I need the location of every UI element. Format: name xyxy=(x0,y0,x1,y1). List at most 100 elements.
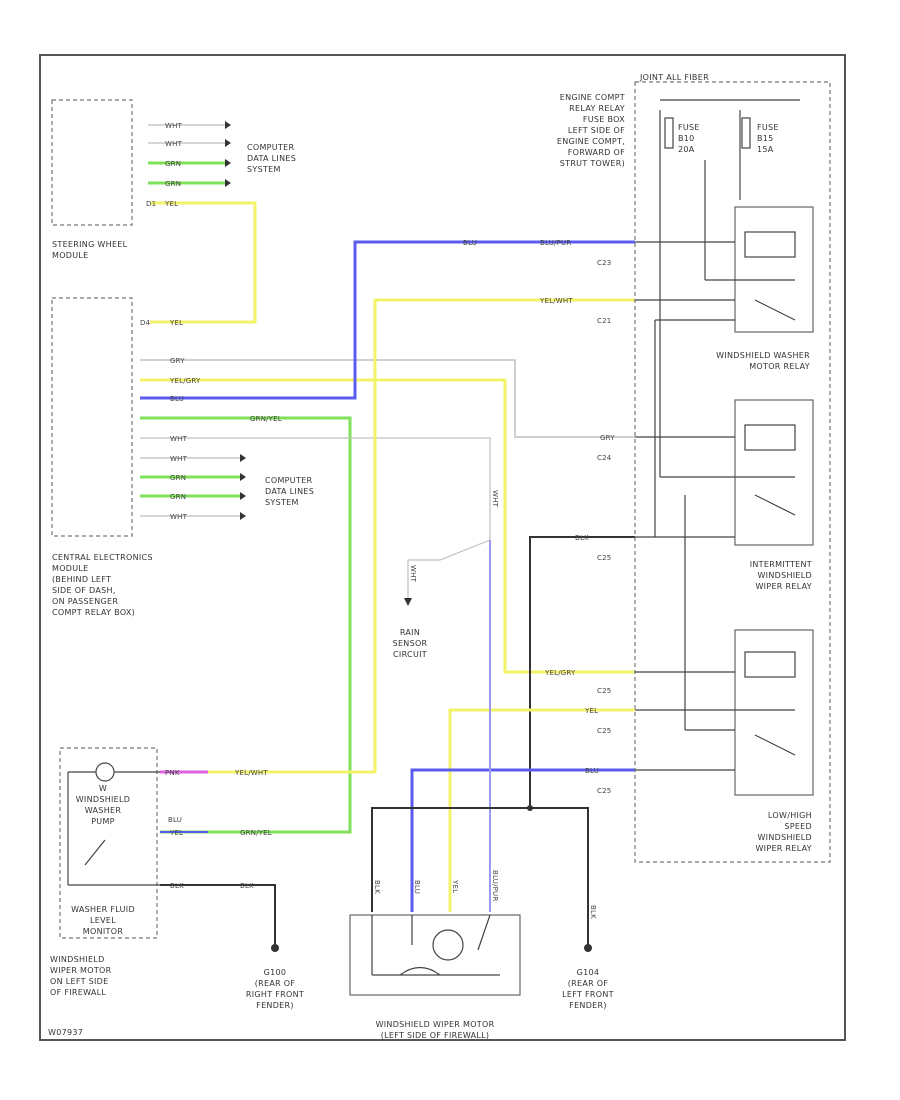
pump-label-3: WASHER xyxy=(85,806,122,815)
wl-cem-in-pin: D4 xyxy=(140,319,151,327)
cds1-label-3: SYSTEM xyxy=(247,165,281,174)
wires xyxy=(140,124,635,945)
wl-blk-g2: BLK xyxy=(240,882,254,890)
wiper-motor-internals xyxy=(371,914,500,976)
wire-yel-wht xyxy=(160,298,635,774)
motor-caption-1: WINDSHIELD xyxy=(50,955,105,964)
data-arrows xyxy=(225,121,412,606)
wire-blu-motor xyxy=(410,768,635,912)
wl-cem-wht2: WHT xyxy=(170,513,188,521)
wl-grn-yel-pump: GRN/YEL xyxy=(240,829,272,837)
fuse-box-label-3: FUSE BOX xyxy=(583,115,625,124)
wl-blu-pump: BLU xyxy=(168,816,182,824)
fuse-b-amp: 15A xyxy=(757,145,774,154)
cem-label-5: ON PASSENGER xyxy=(52,597,118,606)
fuse-box-label-7: STRUT TOWER) xyxy=(560,159,625,168)
lowhigh-relay-box xyxy=(734,629,814,796)
cds1-label-1: COMPUTER xyxy=(247,143,295,152)
wl-motor-blu: BLU xyxy=(413,880,421,894)
wl-wht: WHT xyxy=(170,435,188,443)
footer-code: W07937 xyxy=(48,1028,83,1037)
relay-box-title: JOINT ALL FIBER xyxy=(639,73,709,82)
swm-label-2: MODULE xyxy=(52,251,89,260)
fuse-box-label-6: FORWARD OF xyxy=(568,148,625,157)
wl-blu: BLU xyxy=(170,395,184,403)
cds2-label-3: SYSTEM xyxy=(265,498,299,507)
wl-blk-relay: BLK xyxy=(575,534,589,542)
wire-yel-motor xyxy=(448,708,635,912)
steering-wheel-module-box xyxy=(51,99,133,226)
pump-label-1: W xyxy=(99,784,107,793)
conn-c2: C21 xyxy=(597,317,611,325)
wl-yel-wht: YEL/WHT xyxy=(539,297,573,305)
washer-pump-box xyxy=(59,747,158,939)
rain-sensor-label-1: RAIN xyxy=(400,628,420,637)
wire-blk-ground xyxy=(160,884,276,945)
pump-internals xyxy=(67,762,160,886)
lh-relay-label-2: SPEED xyxy=(784,822,812,831)
wl-cem-in: YEL xyxy=(169,319,183,327)
motor-caption-3: ON LEFT SIDE xyxy=(50,977,108,986)
diagram-frame xyxy=(39,54,846,1041)
wl-swm-4: GRN xyxy=(165,180,181,188)
cds2-label-1: COMPUTER xyxy=(265,476,313,485)
ground-left-icon xyxy=(584,944,592,952)
motor-caption-4: OF FIREWALL xyxy=(50,988,106,997)
wl-pnk: PNK xyxy=(165,769,180,777)
fuse-box-label-2: RELAY RELAY xyxy=(569,104,625,113)
ground-right-label-3: RIGHT FRONT xyxy=(246,990,304,999)
lh-relay-label-4: WIPER RELAY xyxy=(755,844,812,853)
wl-swm-2: WHT xyxy=(165,140,183,148)
ground-right-icon xyxy=(271,944,279,952)
cem-label-6: COMPT RELAY BOX) xyxy=(52,608,135,617)
int-relay-label-3: WIPER RELAY xyxy=(755,582,812,591)
wire-swm-yellow xyxy=(150,201,257,324)
splice-dot xyxy=(527,805,533,811)
ground-left-label-1: G104 xyxy=(577,968,600,977)
wire-blu-top xyxy=(140,240,635,400)
wl-yel-gry-1: YEL/GRY xyxy=(169,377,201,385)
cem-label-1: CENTRAL ELECTRONICS xyxy=(52,553,153,562)
int-relay-label-2: WINDSHIELD xyxy=(757,571,812,580)
wl-blu-top: BLU xyxy=(463,239,477,247)
fuse-box-label-4: LEFT SIDE OF xyxy=(568,126,625,135)
rain-sensor-label-2: SENSOR xyxy=(393,639,428,648)
conn-c7: C25 xyxy=(597,787,611,795)
wl-swm-1: WHT xyxy=(165,122,183,130)
cds1-label-2: DATA LINES xyxy=(247,154,296,163)
wl-gry: GRY xyxy=(170,357,185,365)
lh-relay-label-1: LOW/HIGH xyxy=(768,811,812,820)
wl-blk-g: BLK xyxy=(170,882,184,890)
connector-labels: C23 C21 C24 C25 C25 C25 C25 xyxy=(597,259,612,795)
wl-rain-wht2: WHT xyxy=(409,565,417,583)
intermittent-relay-box xyxy=(734,399,814,546)
fuse-a-amp: 20A xyxy=(678,145,695,154)
pump-label-4: PUMP xyxy=(91,817,115,826)
fuse-b-num: B15 xyxy=(757,134,774,143)
wl-swm-pin5: D1 xyxy=(146,200,156,208)
washer-relay-label-1: WINDSHIELD WASHER xyxy=(716,351,810,360)
wire-blk xyxy=(529,536,635,808)
fuse-box-label-1: ENGINE COMPT xyxy=(560,93,625,102)
washer-relay-box xyxy=(734,206,814,333)
wl-motor-blupur: BLU/PUR xyxy=(491,870,499,901)
component-labels: STEERING WHEEL MODULE COMPUTER DATA LINE… xyxy=(48,73,812,1040)
cds2-label-2: DATA LINES xyxy=(265,487,314,496)
fuse-a-num: B10 xyxy=(678,134,695,143)
wiper-motor-label-2: (LEFT SIDE OF FIREWALL) xyxy=(381,1031,490,1040)
conn-c3: C24 xyxy=(597,454,612,462)
fuse-box-label-5: ENGINE COMPT, xyxy=(557,137,625,146)
relay-internals xyxy=(635,99,800,771)
ground-right-label-4: FENDER) xyxy=(256,1001,294,1010)
washer-relay-label-2: MOTOR RELAY xyxy=(749,362,810,371)
cem-box xyxy=(51,297,133,537)
cem-label-2: MODULE xyxy=(52,564,89,573)
wl-cem-grn2: GRN xyxy=(170,493,186,501)
pump-label-2: WINDSHIELD xyxy=(76,795,131,804)
fluid-label-3: MONITOR xyxy=(83,927,124,936)
wl-gry-relay: GRY xyxy=(600,434,615,442)
wl-yel-relay: YEL xyxy=(584,707,598,715)
ground-right-label-2: (REAR OF xyxy=(255,979,296,988)
wl-swm-5: YEL xyxy=(164,200,178,208)
